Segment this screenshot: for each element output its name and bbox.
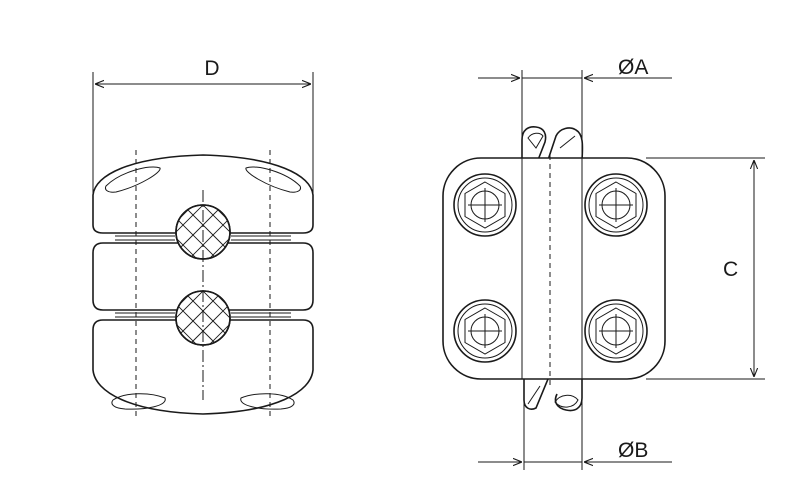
bolt-bottom-right	[584, 299, 648, 363]
dimension-a: ØA	[478, 56, 672, 160]
dimension-c: C	[646, 157, 765, 380]
side-view: D	[92, 57, 314, 420]
clamp-body	[442, 157, 666, 380]
dimension-b-label: ØB	[618, 439, 648, 462]
cable-bottom	[523, 378, 583, 412]
dimension-b: ØB	[478, 379, 672, 470]
bottom-block	[92, 319, 314, 415]
top-block	[92, 154, 314, 234]
dimension-a-label: ØA	[618, 56, 648, 79]
bolt-top-left	[453, 173, 517, 237]
dimension-c-label: C	[723, 258, 738, 281]
middle-block	[92, 242, 314, 311]
front-view: ØA	[442, 56, 765, 470]
bolt-top-right	[584, 173, 648, 237]
bolt-bottom-left	[453, 299, 517, 363]
cable-top	[521, 126, 584, 161]
dimension-d: D	[92, 57, 314, 195]
dimension-d-label: D	[204, 57, 219, 80]
